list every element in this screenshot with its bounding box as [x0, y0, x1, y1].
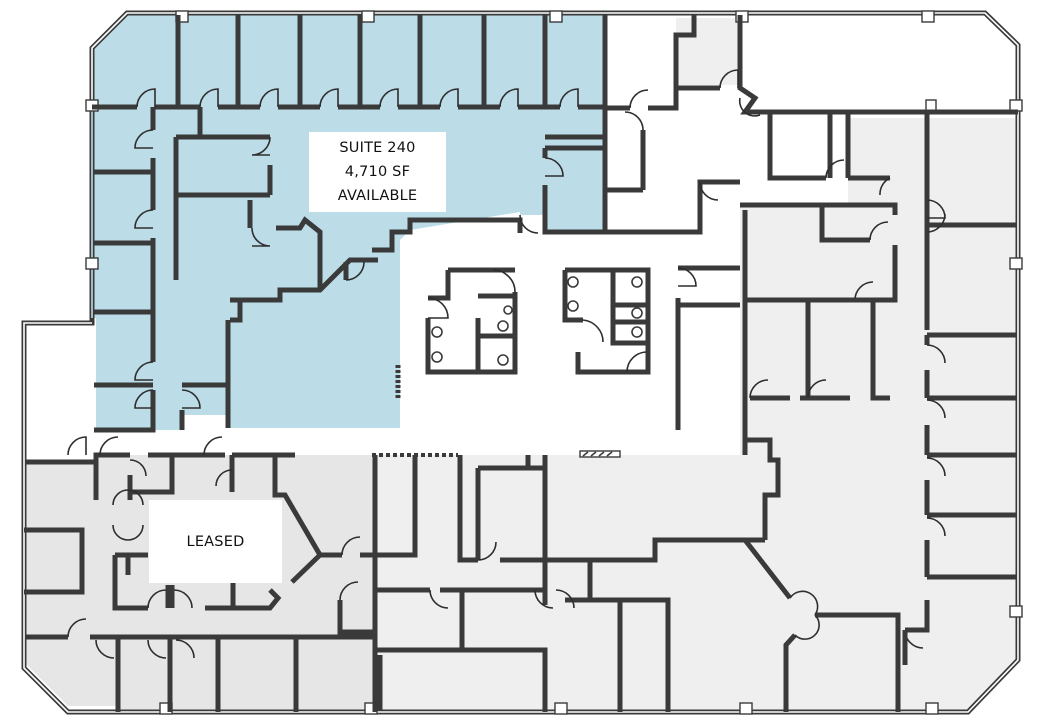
tenant-area-east	[375, 118, 1016, 712]
restroom-core	[425, 267, 651, 375]
leased-status: LEASED	[186, 533, 245, 550]
suite-name: SUITE 240	[339, 140, 416, 156]
suite-240-label: SUITE 240 4,710 SF AVAILABLE	[309, 132, 446, 212]
tenant-area-northeast-office	[676, 18, 740, 85]
leased-label: LEASED	[149, 500, 282, 583]
leased-suite-walls	[24, 436, 378, 712]
suite-240-area[interactable]	[92, 13, 605, 430]
suite-240-walls	[92, 15, 608, 433]
exterior-wall	[21, 10, 1021, 715]
south-walls	[372, 450, 908, 712]
suite-status: AVAILABLE	[337, 188, 418, 204]
northeast-walls	[605, 15, 1018, 455]
east-office-walls	[745, 297, 1016, 649]
suite-240-doors	[134, 88, 579, 409]
suite-area: 4,710 SF	[344, 164, 411, 180]
leased-suite-area[interactable]	[24, 455, 375, 712]
